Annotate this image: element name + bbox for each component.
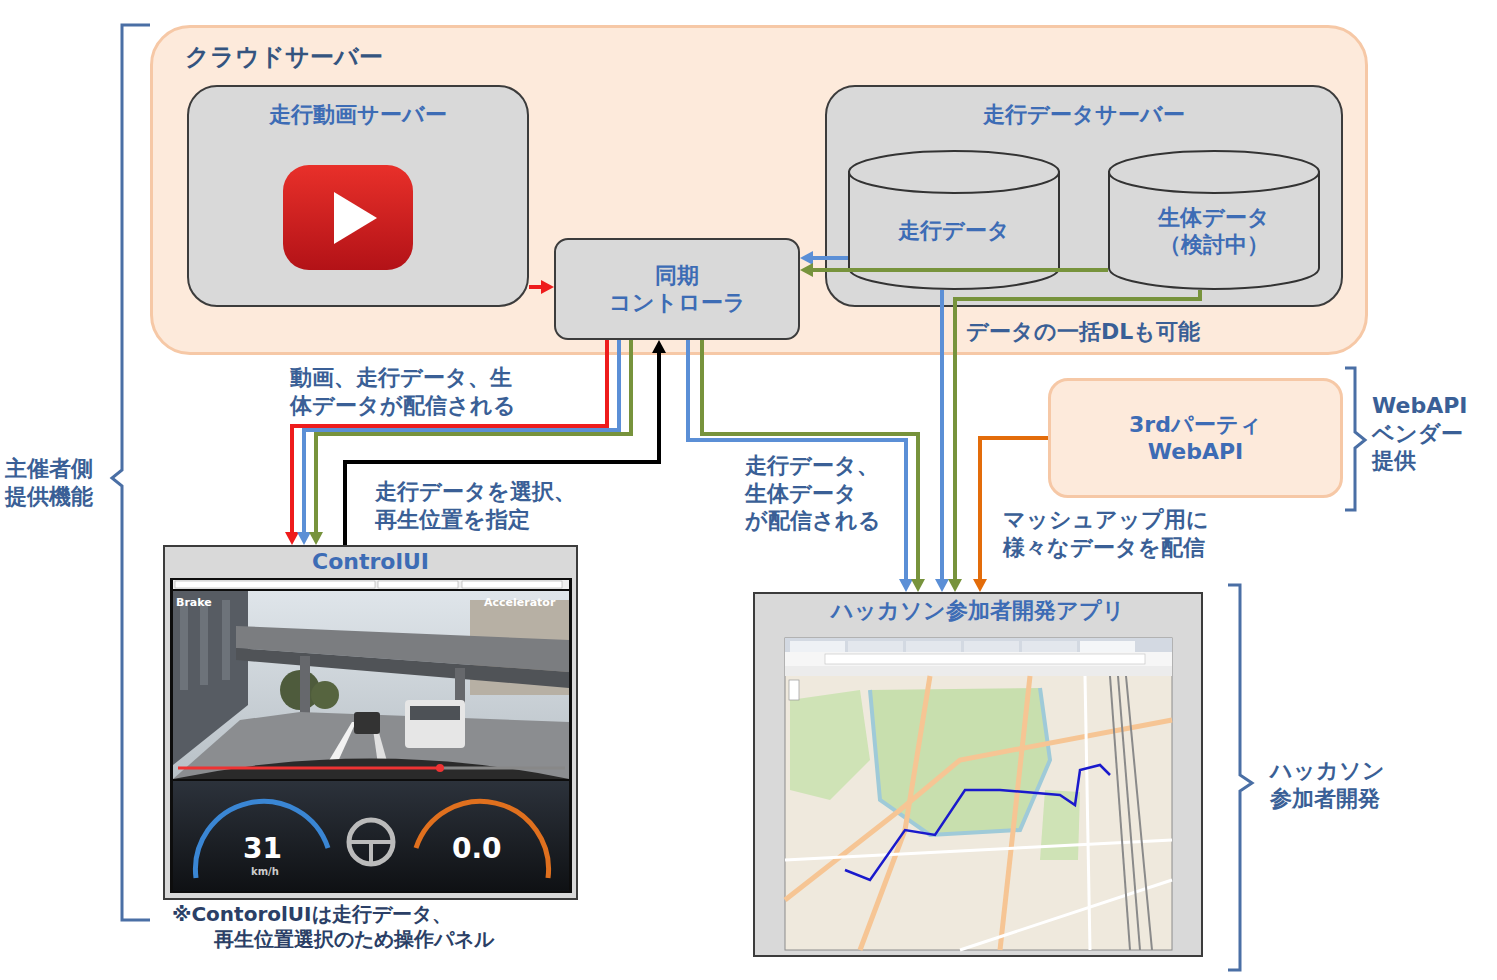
server-heading: 走行動画サーバー	[269, 101, 447, 129]
edge-label: 走行データ、 生体データ が配信される	[745, 452, 890, 535]
label-box: km/h	[251, 866, 291, 879]
edge-label-box: 動画、走行データ、生 体データが配信される	[290, 364, 570, 419]
arrow-head	[297, 532, 311, 545]
speed-value: 31	[243, 834, 293, 865]
connector-arrow	[702, 340, 925, 592]
label-box: ※ContorolUIは走行データ、 再生位置選択のため操作パネル	[172, 902, 592, 952]
controller-box: 同期 コントローラ	[554, 238, 800, 340]
connector-arrow	[800, 251, 848, 265]
edge-label-box: マッシュアップ用に 様々なデータを配信	[1003, 506, 1243, 561]
screen-text: Accelerator	[484, 596, 564, 610]
arrow-head	[935, 579, 949, 592]
speed-unit: km/h	[251, 866, 291, 879]
label-box: 0.0	[452, 834, 512, 865]
edge-label-box: 走行データを選択、 再生位置を指定	[375, 478, 625, 533]
arrow-head	[652, 340, 666, 353]
arrow-head	[541, 280, 554, 294]
video-play-icon	[283, 165, 413, 270]
connector-arrow	[688, 340, 913, 592]
label-box: WebAPI ベンダー 提供	[1372, 392, 1492, 475]
database-cylinder: 生体データ （検討中）	[1108, 150, 1320, 290]
footnote: ※ContorolUIは走行データ、 再生位置選択のため操作パネル	[172, 902, 592, 952]
edge-label: 走行データを選択、 再生位置を指定	[375, 478, 625, 533]
app-panel: ハッカソン参加者開発アプリ	[753, 592, 1203, 957]
panel-heading: ControlUI	[312, 548, 429, 576]
edge-label: マッシュアップ用に 様々なデータを配信	[1003, 506, 1243, 561]
connector-arrow	[529, 280, 554, 294]
group-bracket-label: WebAPI ベンダー 提供	[1372, 392, 1492, 475]
connector-line	[812, 256, 848, 260]
group-brackets	[112, 25, 1365, 970]
rpm-value: 0.0	[452, 834, 512, 865]
label-box: ハッカソン 参加者開発	[1270, 757, 1400, 812]
arrow-head	[309, 532, 323, 545]
label-box: Brake	[176, 596, 236, 610]
connector-line	[702, 340, 918, 580]
connector-line	[940, 290, 944, 580]
control-ui-screenshot	[170, 578, 572, 893]
server-box: 走行データサーバー走行データ 生体データ （検討中）	[825, 85, 1343, 307]
panel-heading: ハッカソン参加者開発アプリ	[831, 597, 1125, 625]
connector-line	[812, 268, 1108, 272]
server-box: 走行動画サーバー	[187, 85, 529, 307]
cloud-region: クラウドサーバー走行動画サーバー 走行データサーバー走行データ 生体データ （検討中…	[150, 25, 1368, 355]
edge-label: データの一括DLも可能	[966, 318, 1256, 346]
connector-arrow	[800, 263, 1108, 277]
region-heading: クラウドサーバー	[185, 42, 383, 72]
edge-label: 動画、走行データ、生 体データが配信される	[290, 364, 570, 419]
arrow-head	[800, 263, 813, 277]
edge-label-box: 走行データ、 生体データ が配信される	[745, 452, 890, 535]
label-box: 31	[243, 834, 293, 865]
edge-label-box: データの一括DLも可能	[966, 318, 1256, 346]
arrow-head	[285, 532, 299, 545]
arrow-head	[973, 579, 987, 592]
label-box: 主催者側 提供機能	[5, 455, 105, 510]
database-label: 走行データ	[898, 217, 1010, 245]
connector-arrow	[935, 290, 949, 592]
arrow-head	[911, 579, 925, 592]
arrow-head	[948, 579, 962, 592]
database-label: 生体データ （検討中）	[1139, 204, 1289, 259]
webapi-box: 3rdパーティ WebAPI	[1048, 378, 1343, 498]
label-box: Accelerator	[484, 596, 564, 610]
database-cylinder: 走行データ	[848, 150, 1060, 290]
connector-line	[688, 340, 906, 580]
group-bracket-label: ハッカソン 参加者開発	[1270, 757, 1400, 812]
controller-label: 同期 コントローラ	[602, 262, 752, 317]
screen-text: Brake	[176, 596, 236, 610]
arrow-head	[800, 251, 813, 265]
arrow-head	[899, 579, 913, 592]
group-bracket-label: 主催者側 提供機能	[5, 455, 105, 510]
webapi-label: 3rdパーティ WebAPI	[1111, 411, 1281, 466]
connector-line	[529, 285, 542, 289]
server-heading: 走行データサーバー	[983, 101, 1185, 129]
map-app-screenshot	[785, 638, 1172, 950]
